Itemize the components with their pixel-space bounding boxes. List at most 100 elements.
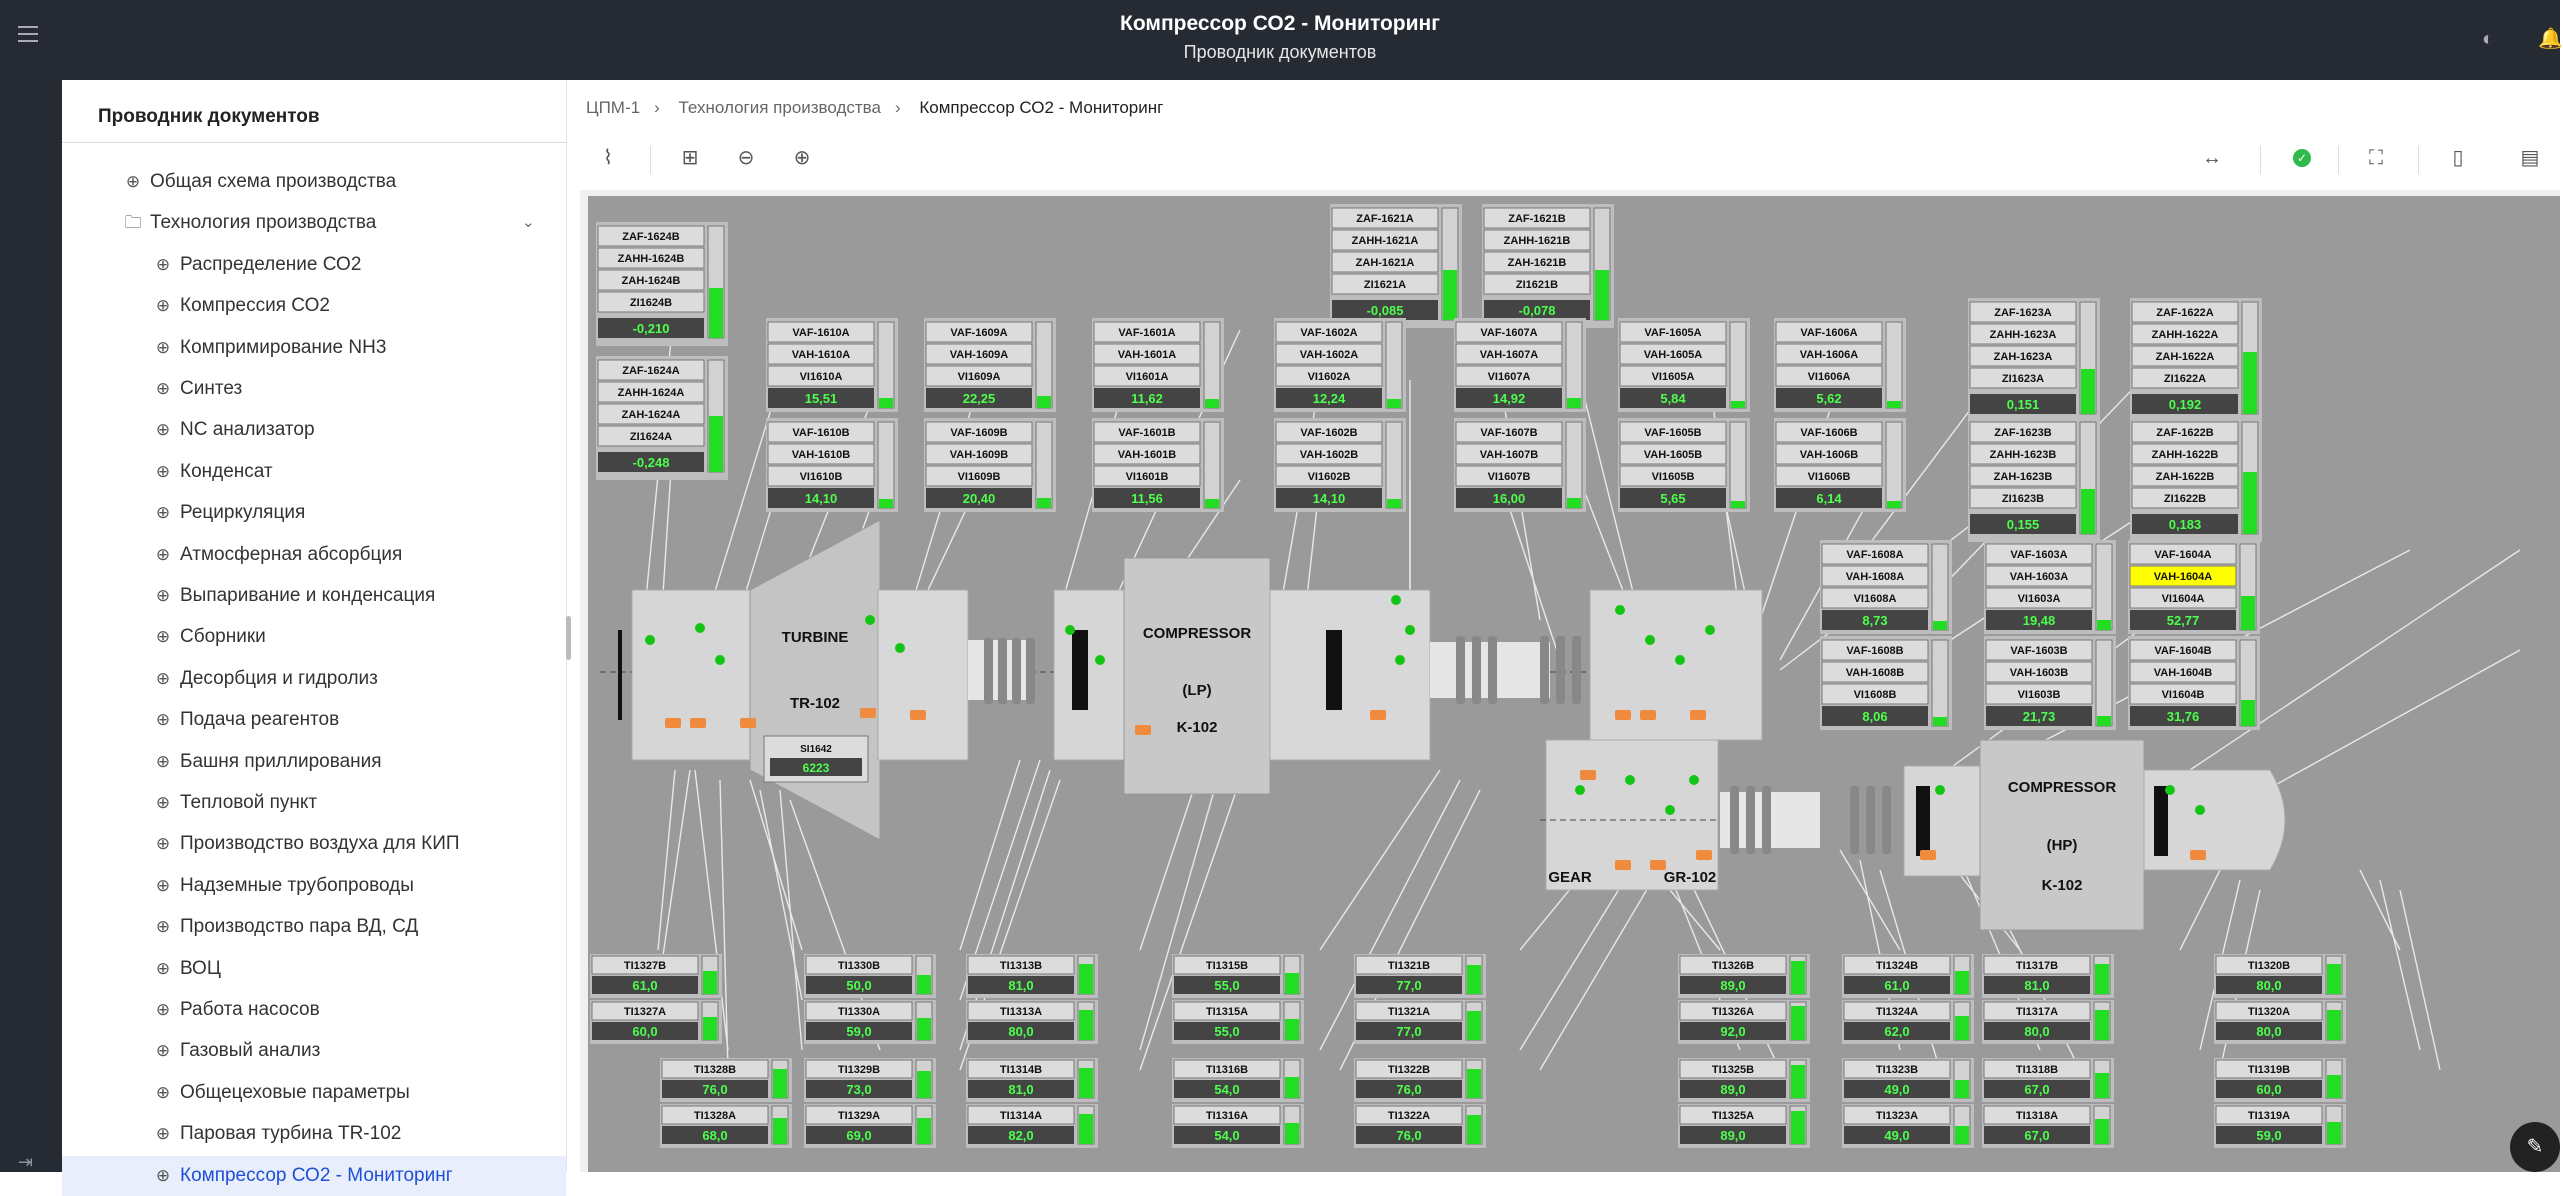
- tree-item[interactable]: ⊕Рециркуляция: [62, 493, 566, 533]
- tree-item[interactable]: ⊕Распределение СО2: [62, 245, 566, 285]
- zoom-in-icon[interactable]: ⊕: [793, 147, 811, 169]
- tree-item[interactable]: ⊕Тепловой пункт: [62, 783, 566, 823]
- thrust-panel[interactable]: ZAF-1621BZAHH-1621BZAH-1621BZI1621B-0,07…: [1482, 204, 1614, 328]
- visibility-icon[interactable]: ◐: [2482, 28, 2495, 50]
- tree-item[interactable]: ⊕Компрессия СО2: [62, 286, 566, 326]
- notification-bell-icon[interactable]: 🔔: [2538, 28, 2563, 50]
- status-ok-icon[interactable]: ✓: [2284, 140, 2320, 176]
- breadcrumb-item[interactable]: ЦПМ-1: [586, 98, 641, 117]
- trend-icon[interactable]: ⌇: [603, 147, 613, 169]
- tree-item[interactable]: ⊕Конденсат: [62, 452, 566, 492]
- tree-item[interactable]: ⊕Десорбция и гидролиз: [62, 659, 566, 699]
- logout-icon[interactable]: ⇥: [18, 1152, 34, 1172]
- menu-icon[interactable]: [18, 26, 38, 42]
- tree-item[interactable]: ⊕Работа насосов: [62, 990, 566, 1030]
- tree-item[interactable]: ⊕Выпаривание и конденсация: [62, 576, 566, 616]
- tree-item[interactable]: ⊕Паровая турбина TR-102: [62, 1114, 566, 1154]
- edit-fab[interactable]: ✎: [2510, 1122, 2560, 1172]
- thrust-panel[interactable]: ZAF-1624AZAHH-1624AZAH-1624AZI1624A-0,24…: [596, 356, 728, 480]
- thrust-panel[interactable]: ZAF-1621AZAHH-1621AZAH-1621AZI1621A-0,08…: [1330, 204, 1462, 328]
- tree-item[interactable]: ⊕Башня приллирования: [62, 742, 566, 782]
- chevron-down-icon[interactable]: ⌄: [522, 214, 535, 232]
- tree-item[interactable]: ⊕Общая схема производства: [62, 162, 566, 202]
- side-panel-icon[interactable]: ▯: [2452, 147, 2464, 169]
- document-icon[interactable]: ▤: [2520, 147, 2540, 169]
- tree-item[interactable]: ⊕NC анализатор: [62, 410, 566, 450]
- thrust-panel[interactable]: ZAF-1624BZAHH-1624BZAH-1624BZI1624B-0,21…: [596, 222, 728, 346]
- tree-item[interactable]: ⊕Подача реагентов: [62, 700, 566, 740]
- breadcrumb-item[interactable]: Технология производства: [678, 98, 881, 117]
- fullscreen-icon[interactable]: ⛶: [2369, 147, 2383, 169]
- tree-item[interactable]: ⊕Газовый анализ: [62, 1031, 566, 1071]
- tree-item[interactable]: ⊕Сборники: [62, 617, 566, 657]
- tree-item[interactable]: ⊕Надземные трубопроводы: [62, 866, 566, 906]
- tree-item[interactable]: ⊕Компрессор СО2 - Мониторинг: [62, 1155, 566, 1196]
- tree-item[interactable]: ⊕Общецеховые параметры: [62, 1073, 566, 1113]
- tree-item[interactable]: ⊕Компримирование NH3: [62, 328, 566, 368]
- tree-item[interactable]: ⊕Производство воздуха для КИП: [62, 824, 566, 864]
- tree-item[interactable]: ⊕ВОЦ: [62, 949, 566, 989]
- tree-item[interactable]: ⊕Синтез: [62, 369, 566, 409]
- fit-view-icon[interactable]: ⊞: [681, 147, 699, 169]
- sidebar-resize-handle[interactable]: [566, 616, 571, 660]
- tree-item[interactable]: ⊕Атмосферная абсорбция: [62, 535, 566, 575]
